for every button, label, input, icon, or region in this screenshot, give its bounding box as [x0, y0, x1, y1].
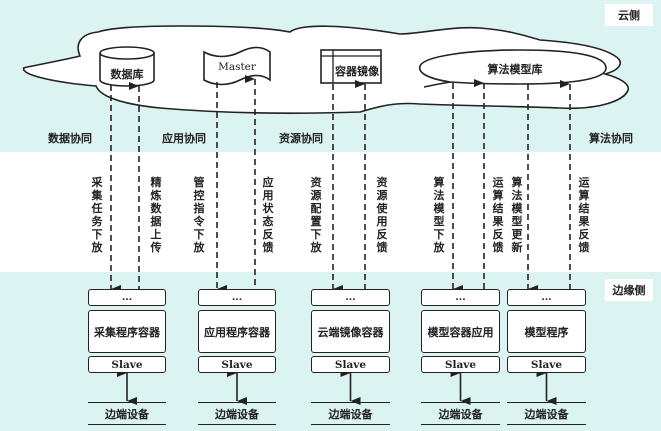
device-bottom-line	[507, 424, 586, 425]
container-box: 应用程序容器	[198, 310, 276, 353]
slave-box: Slave	[421, 356, 500, 373]
device-bottom-line	[311, 424, 390, 425]
master-label: Master	[218, 61, 256, 73]
device-top-line	[88, 402, 166, 403]
slave-box: Slave	[311, 356, 390, 373]
ellipsis-box: ...	[88, 289, 166, 306]
edge-side-tag: 边缘侧	[605, 279, 653, 301]
database-label: 数据库	[110, 68, 144, 81]
flow-label: 运算结果反馈	[578, 176, 590, 254]
ellipsis-box: ...	[311, 289, 390, 306]
container-image-label: 容器镜像	[335, 65, 379, 78]
device-top-line	[198, 402, 276, 403]
slave-box: Slave	[198, 356, 276, 373]
flow-label: 精炼数据上传	[150, 176, 162, 254]
edge-device-label: 边端设备	[438, 408, 483, 421]
ellipsis-box: ...	[421, 289, 500, 306]
device-top-line	[311, 402, 390, 403]
flow-label: 算法模型更新	[511, 176, 523, 254]
database-icon	[99, 46, 155, 87]
device-bottom-line	[88, 424, 166, 425]
ellipsis-box: ...	[198, 289, 276, 306]
device-bottom-line	[421, 424, 500, 425]
flow-label: 运算结果反馈	[492, 176, 504, 254]
edge-device-label: 边端设备	[328, 408, 373, 421]
application-collaboration-label: 应用协同	[162, 132, 206, 145]
slave-box: Slave	[88, 356, 166, 373]
flow-label: 采集任务下放	[91, 176, 103, 254]
flow-label: 资源使用反馈	[376, 176, 388, 254]
resource-collaboration-label: 资源协同	[279, 132, 323, 145]
container-box: 模型容器应用	[421, 310, 500, 353]
flow-label: 应用状态反馈	[262, 176, 274, 254]
flow-label: 资源配置下放	[310, 176, 322, 254]
flow-label: 算法模型下放	[433, 176, 445, 254]
cloud-side-label: 云侧	[618, 9, 640, 22]
collaboration-band	[0, 152, 661, 272]
ellipsis-box: ...	[507, 289, 586, 306]
data-collaboration-label: 数据协同	[48, 132, 92, 145]
container-image-icon	[320, 49, 382, 84]
edge-device-label: 边端设备	[215, 408, 259, 421]
device-top-line	[507, 402, 586, 403]
container-box: 采集程序容器	[88, 310, 166, 353]
edge-device-label: 边端设备	[524, 408, 569, 421]
algorithm-library-label: 算法模型库	[487, 63, 543, 76]
device-bottom-line	[198, 424, 276, 425]
slave-box: Slave	[507, 356, 586, 373]
algorithm-library-shape	[418, 49, 607, 88]
container-box: 模型程序	[507, 310, 586, 353]
edge-device-label: 边端设备	[105, 408, 149, 421]
cloud-side-tag: 云侧	[605, 4, 653, 26]
flow-label: 管控指令下放	[193, 176, 205, 254]
algorithm-collaboration-label: 算法协同	[589, 132, 633, 145]
edge-side-label: 边缘侧	[612, 284, 646, 297]
container-box: 云端镜像容器	[311, 310, 390, 353]
device-top-line	[421, 402, 500, 403]
